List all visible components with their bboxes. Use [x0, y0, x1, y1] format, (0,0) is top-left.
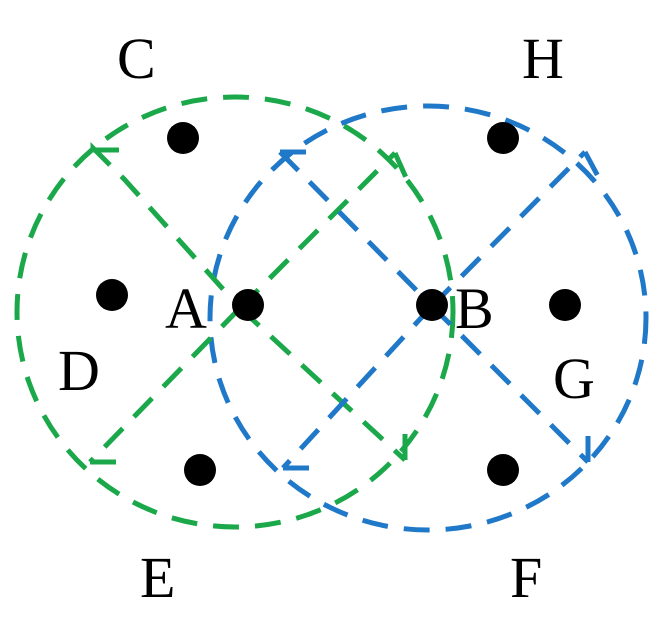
green-diamond-bottom-right-edge — [238, 306, 407, 462]
node-H — [487, 122, 519, 154]
node-G — [549, 289, 581, 321]
label-C: C — [117, 26, 156, 91]
green-diamond-bottom-left-edge — [88, 306, 242, 464]
blue-corner-tick-tr — [582, 150, 603, 182]
node-B — [416, 289, 448, 321]
label-F: F — [510, 545, 542, 610]
node-E — [184, 454, 216, 486]
green-region-circle — [14, 94, 456, 530]
node-A — [232, 289, 264, 321]
label-H: H — [522, 26, 564, 91]
blue-dashed-diamond — [278, 149, 603, 471]
label-E: E — [140, 545, 175, 610]
node-D — [96, 279, 128, 311]
green-corner-tick-tr — [392, 151, 411, 184]
green-dashed-diamond — [88, 141, 411, 465]
node-F — [487, 454, 519, 486]
node-C — [167, 122, 199, 154]
blue-diamond-top-right-edge — [430, 150, 587, 308]
green-diamond-top-right-edge — [238, 151, 397, 310]
label-B: B — [455, 276, 494, 341]
label-A: A — [165, 276, 207, 341]
blue-diamond-bottom-left-edge — [281, 304, 434, 470]
blue-diamond-top-left-edge — [278, 150, 434, 308]
blue-region-circle — [207, 103, 649, 533]
label-D: D — [58, 338, 100, 403]
label-G: G — [553, 346, 595, 411]
blue-diamond-bottom-right-edge — [430, 304, 590, 464]
